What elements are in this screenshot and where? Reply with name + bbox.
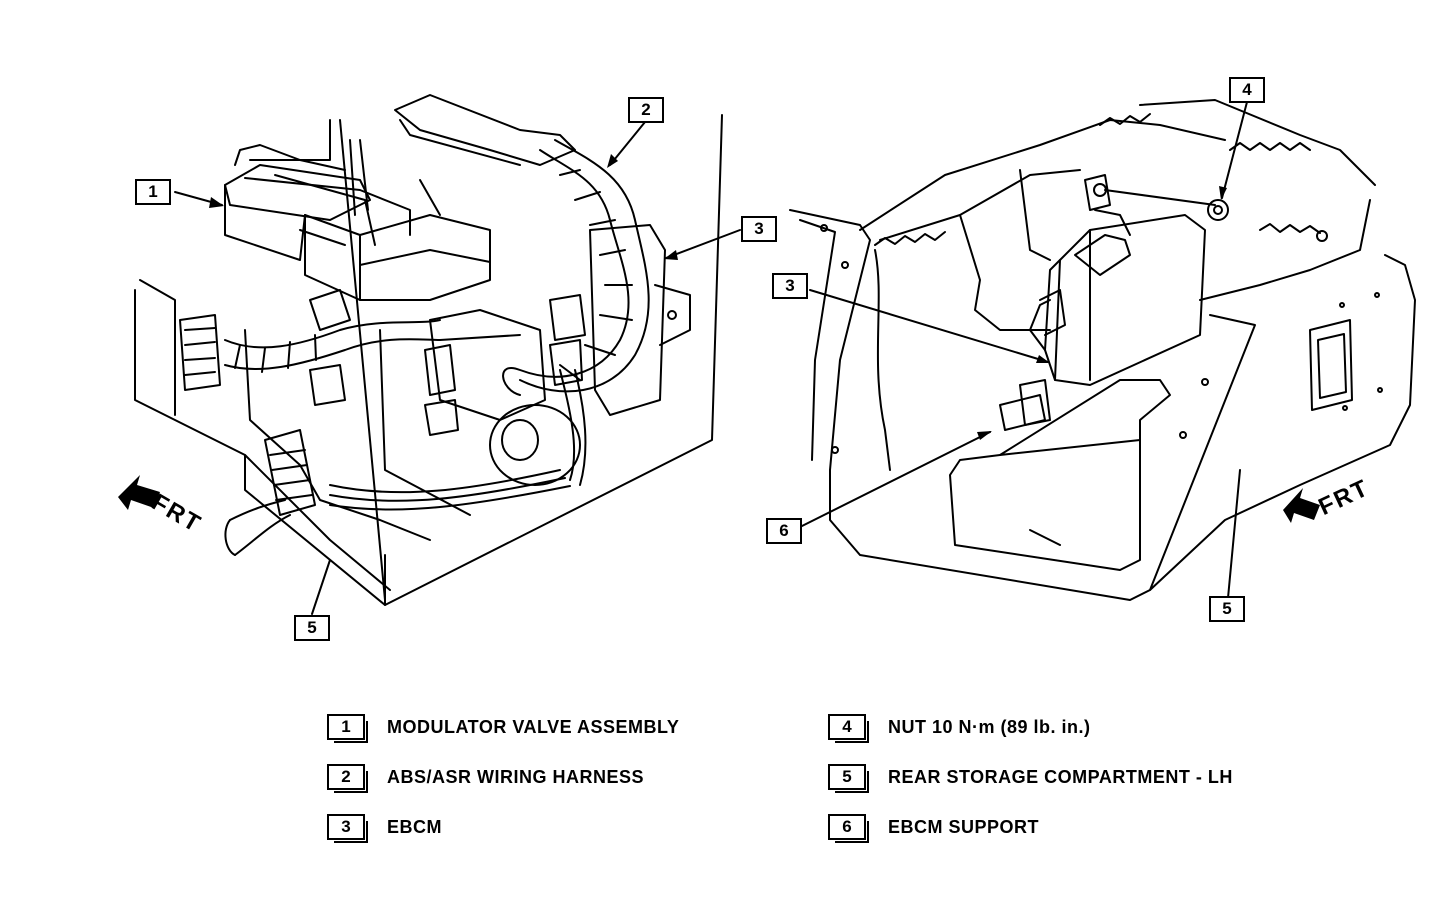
callout-5-left: 5 bbox=[294, 615, 330, 641]
left-view-drawing bbox=[134, 94, 741, 615]
legend-item-4: 4 NUT 10 N·m (89 lb. in.) bbox=[828, 713, 1091, 743]
left-leader-arrowheads bbox=[209, 154, 678, 260]
legend-number-box: 4 bbox=[828, 714, 869, 743]
right-view-drawing bbox=[789, 99, 1416, 601]
callout-2-left: 2 bbox=[628, 97, 664, 123]
legend-item-6: 6 EBCM SUPPORT bbox=[828, 813, 1040, 843]
legend-item-2: 2 ABS/ASR WIRING HARNESS bbox=[327, 763, 645, 793]
callout-1-left: 1 bbox=[135, 179, 171, 205]
legend-item-5: 5 REAR STORAGE COMPARTMENT - LH bbox=[828, 763, 1233, 793]
legend-number-box: 1 bbox=[327, 714, 368, 743]
front-arrow-icon-left bbox=[118, 475, 160, 510]
callout-6-right: 6 bbox=[766, 518, 802, 544]
callout-4-right: 4 bbox=[1229, 77, 1265, 103]
legend-label: MODULATOR VALVE ASSEMBLY bbox=[387, 716, 680, 737]
right-leader-arrowheads bbox=[977, 186, 1227, 440]
legend-item-3: 3 EBCM bbox=[327, 813, 442, 843]
legend-label: REAR STORAGE COMPARTMENT - LH bbox=[888, 766, 1233, 787]
legend-item-1: 1 MODULATOR VALVE ASSEMBLY bbox=[327, 713, 680, 743]
callout-3-left: 3 bbox=[741, 216, 777, 242]
legend-label: NUT 10 N·m (89 lb. in.) bbox=[888, 716, 1091, 737]
legend-number-box: 3 bbox=[327, 814, 368, 843]
legend-number-box: 2 bbox=[327, 764, 368, 793]
callout-5-right: 5 bbox=[1209, 596, 1245, 622]
legend-number-box: 5 bbox=[828, 764, 869, 793]
front-arrow-icon-right bbox=[1283, 488, 1320, 523]
legend-label: ABS/ASR WIRING HARNESS bbox=[387, 766, 645, 787]
legend-label: EBCM bbox=[387, 816, 442, 837]
legend-number-box: 6 bbox=[828, 814, 869, 843]
callout-3-right: 3 bbox=[772, 273, 808, 299]
legend-label: EBCM SUPPORT bbox=[888, 816, 1040, 837]
